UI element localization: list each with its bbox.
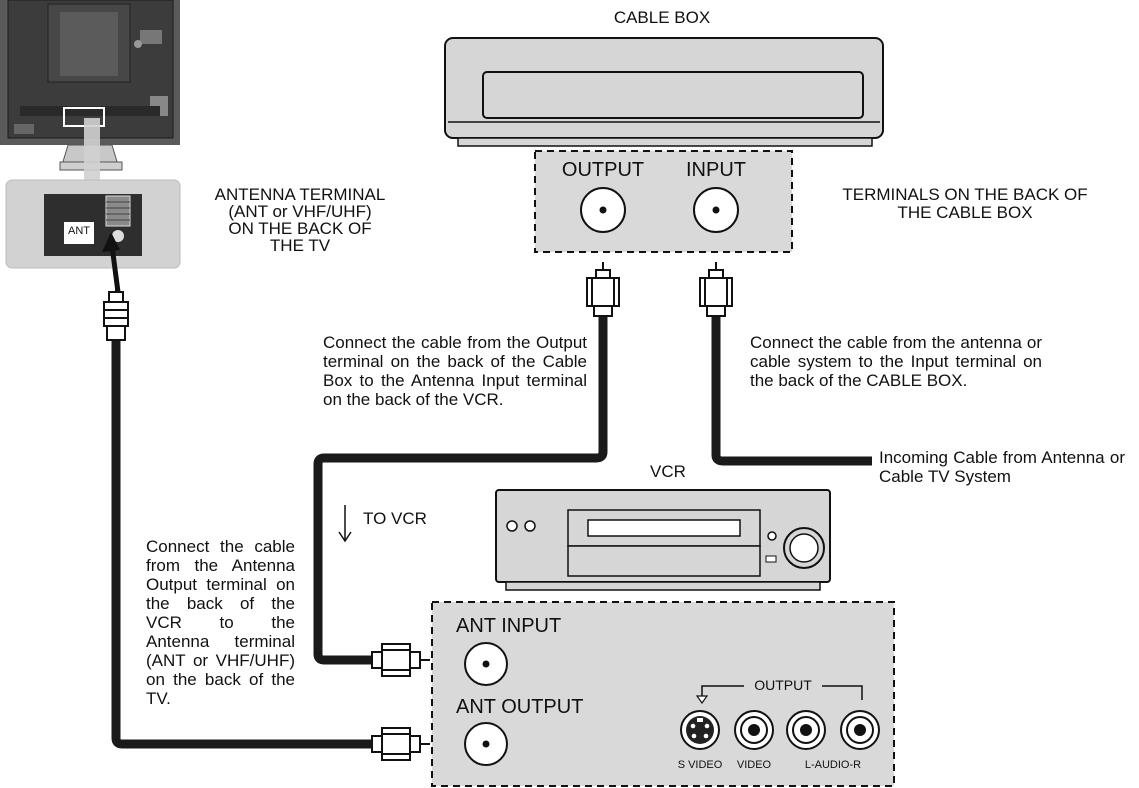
tv-antenna-terminal-callout bbox=[5, 179, 181, 269]
vcr-back-panel bbox=[431, 601, 895, 787]
vcr-illustration bbox=[495, 489, 831, 591]
to-vcr-arrow-icon bbox=[338, 505, 352, 543]
cable-box-title: CABLE BOX bbox=[613, 8, 711, 27]
cable-box-to-vcr bbox=[313, 315, 608, 665]
connector-cable-box-output-plug bbox=[586, 262, 620, 317]
ant-badge-box bbox=[64, 222, 94, 244]
ant-output-label: ANT OUTPUT bbox=[456, 696, 584, 718]
cable-incoming bbox=[711, 315, 872, 466]
cable-box-input-label: INPUT bbox=[686, 159, 746, 181]
tv-back-illustration bbox=[0, 0, 180, 184]
s-video-label: S VIDEO bbox=[677, 759, 723, 771]
ant-badge-label: ANT bbox=[68, 225, 90, 237]
cable-vcr-to-tv bbox=[111, 340, 372, 749]
connect-output-to-vcr-text: Connect the cable from the Output termin… bbox=[323, 333, 587, 409]
connector-tv-plug bbox=[103, 284, 129, 341]
video-label: VIDEO bbox=[736, 759, 772, 771]
connector-cable-box-input-plug bbox=[699, 262, 733, 317]
antenna-terminal-tv-label: ANTENNA TERMINAL (ANT or VHF/UHF) ON THE… bbox=[214, 185, 386, 255]
connector-vcr-ant-input-plug bbox=[371, 643, 430, 677]
connector-vcr-ant-output-plug bbox=[371, 727, 430, 761]
to-vcr-label: TO VCR bbox=[363, 509, 427, 528]
cable-box-illustration bbox=[444, 37, 884, 147]
connect-vcr-to-tv-text: Connect the cable from the Antenna Outpu… bbox=[146, 537, 295, 708]
l-audio-r-label: L-AUDIO-R bbox=[804, 759, 862, 771]
vcr-title: VCR bbox=[650, 462, 686, 481]
cable-box-terminal-panel bbox=[534, 150, 793, 253]
ant-input-label: ANT INPUT bbox=[456, 615, 562, 637]
incoming-cable-text: Incoming Cable from Antenna or Cable TV … bbox=[879, 448, 1125, 486]
terminals-back-cable-box-label: TERMINALS ON THE BACK OF THE CABLE BOX bbox=[842, 185, 1088, 222]
output-group-label: OUTPUT bbox=[754, 677, 812, 693]
connect-antenna-to-input-text: Connect the cable from the antenna or ca… bbox=[750, 333, 1042, 390]
cable-box-output-label: OUTPUT bbox=[561, 159, 645, 181]
cables bbox=[111, 315, 872, 749]
